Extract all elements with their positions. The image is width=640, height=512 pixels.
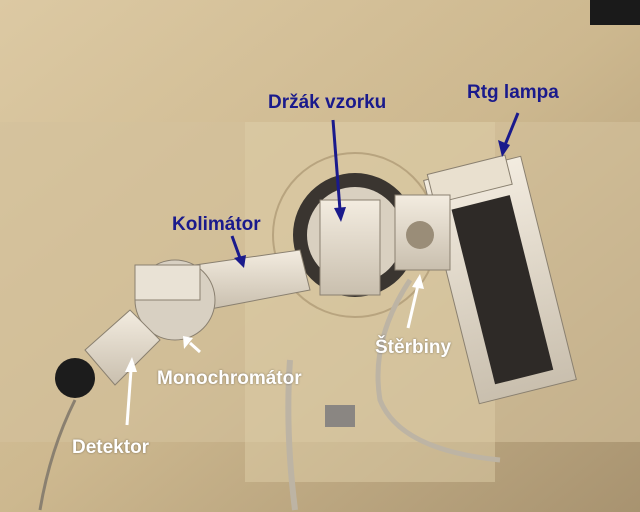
label-slits: Štěrbiny [375,337,452,358]
arrow-monochromator [188,341,202,354]
arrow-slits [406,284,420,329]
label-collimator: Kolimátor [172,214,261,235]
label-xray-tube: Rtg lampa [467,82,559,103]
label-monochromator: Monochromátor [157,368,302,389]
xray-tube [423,154,577,405]
label-sample-holder: Držák vzorku [268,92,387,113]
arrow-collimator [230,235,242,259]
label-detector: Detektor [72,437,150,458]
arrow-xray-tube [503,112,520,146]
arrow-detector [125,369,133,426]
arrow-sample-holder [331,119,342,211]
sample-holder [319,199,381,296]
detector [84,309,161,386]
